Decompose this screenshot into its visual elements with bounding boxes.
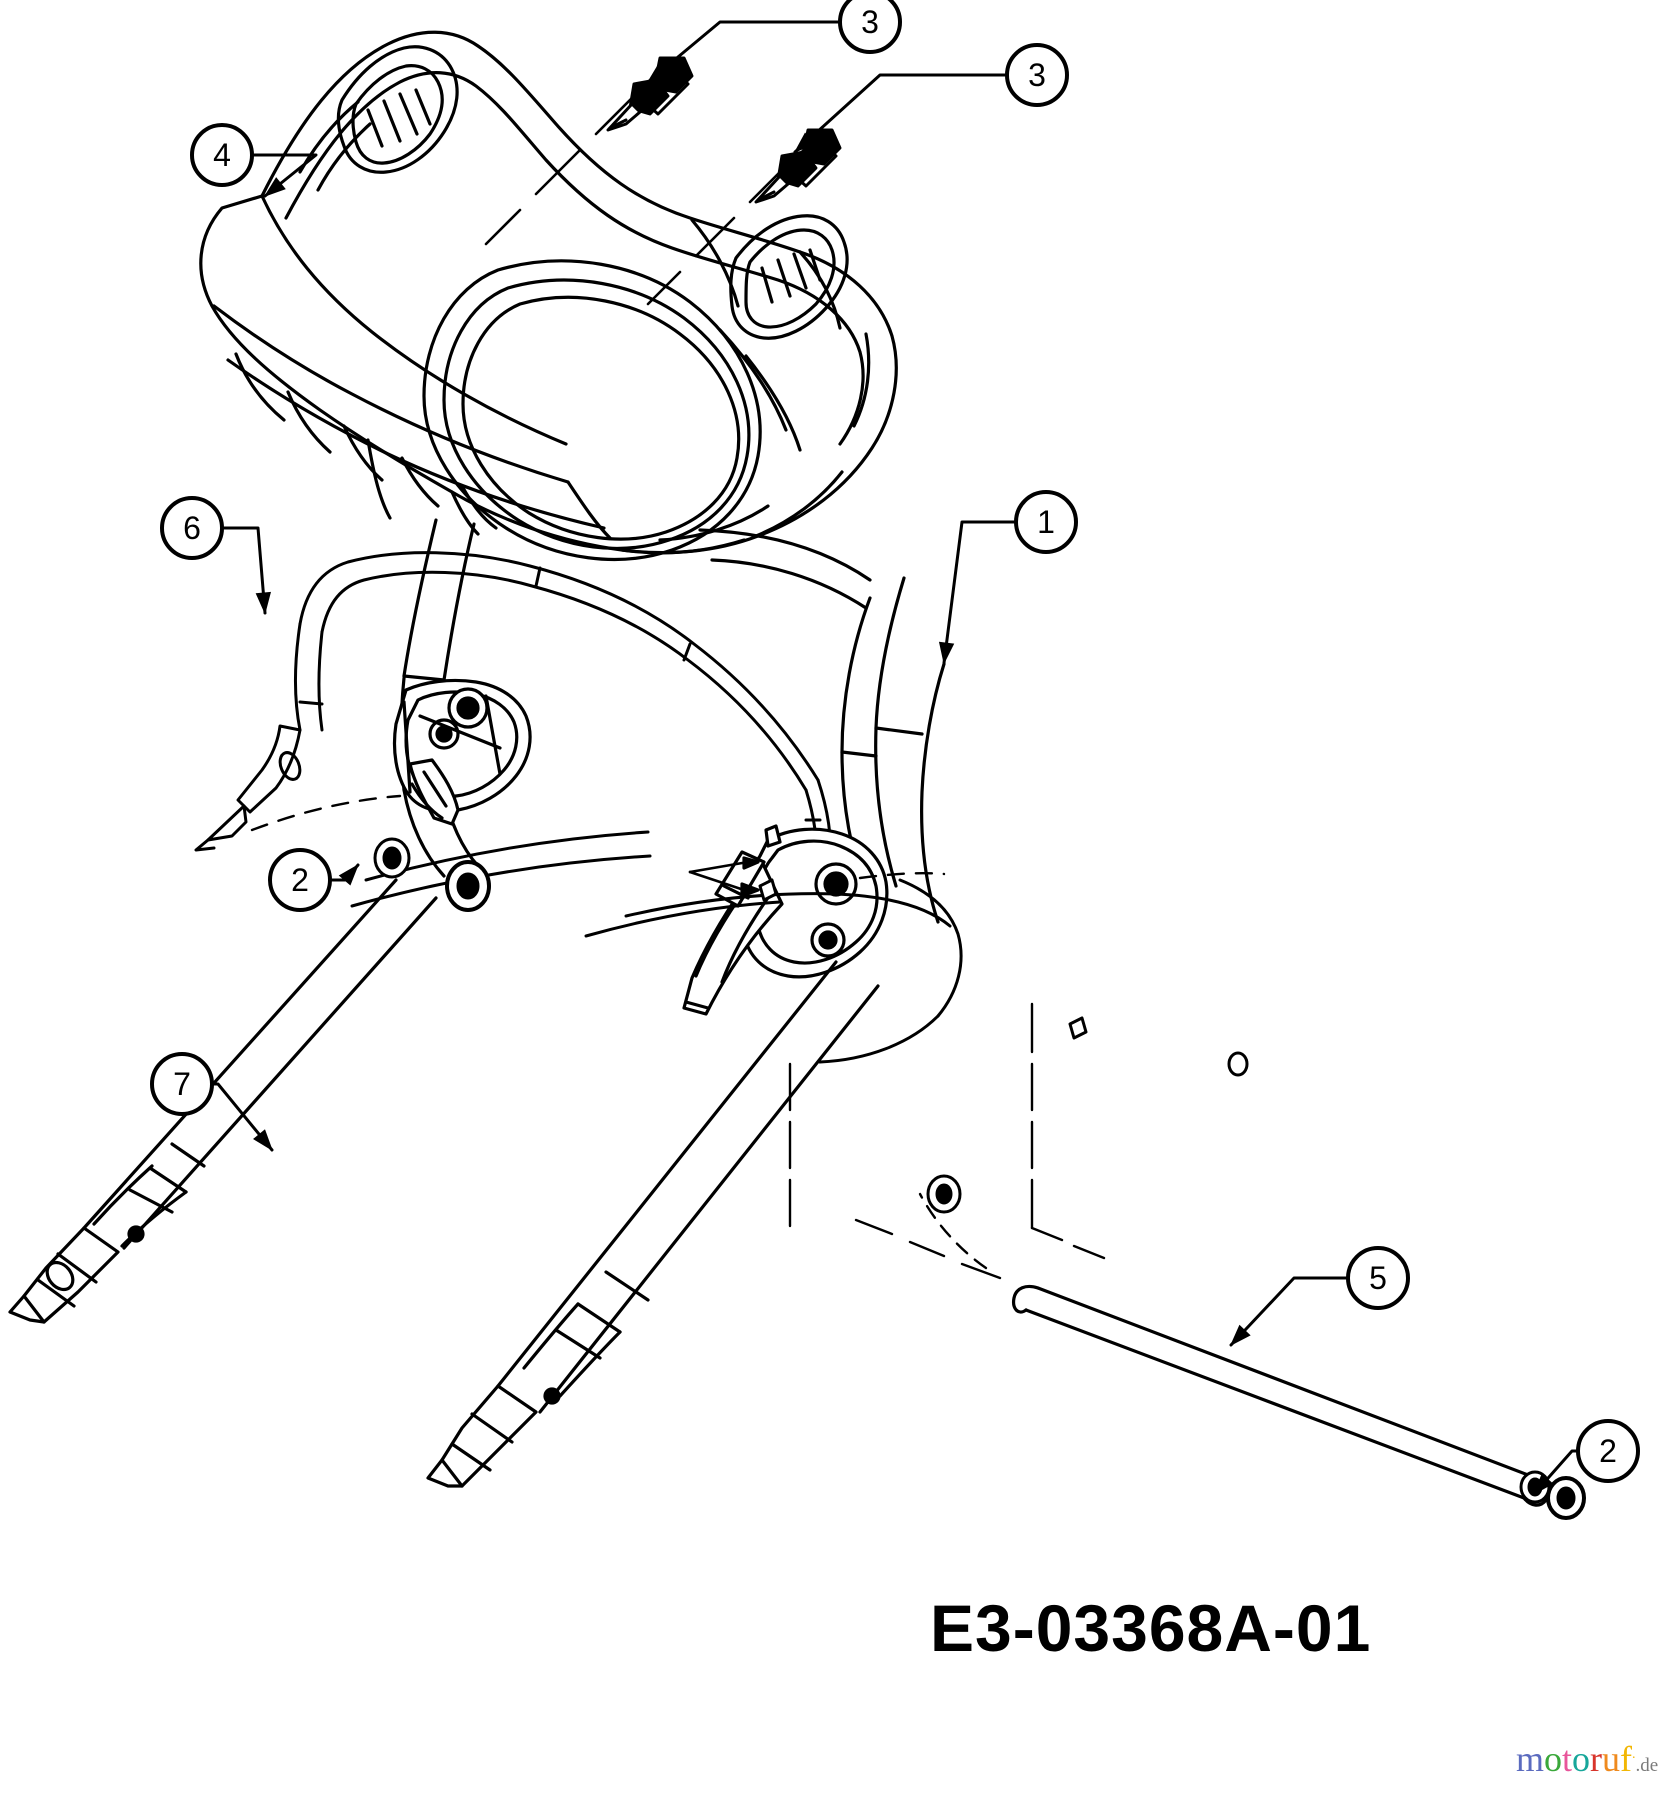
callout-bubble[interactable]: [1576, 1419, 1640, 1483]
left-hinge-bracket: [392, 678, 532, 826]
callout-1-c1[interactable]: 1: [938, 490, 1078, 665]
callout-bubble[interactable]: [190, 123, 254, 187]
callout-arrowhead: [253, 1129, 273, 1152]
callout-arrowhead: [1229, 1324, 1251, 1347]
watermark-letter-2: t: [1562, 1739, 1573, 1779]
callout-bubble[interactable]: [838, 0, 902, 54]
watermark-letter-0: m: [1516, 1739, 1545, 1779]
callout-layer: 3 3 4 1 6 2 7 5 2: [150, 0, 1640, 1496]
callout-arrowhead: [1532, 1473, 1554, 1496]
watermark-letter-6: f: [1620, 1739, 1633, 1779]
callout-6-c6[interactable]: 6: [160, 496, 271, 615]
callout-arrowhead: [938, 641, 955, 665]
watermark-dot: .: [1632, 1747, 1636, 1762]
callout-number: 2: [1599, 1433, 1617, 1469]
callout-number: 3: [1028, 57, 1046, 93]
callout-bubble[interactable]: [160, 496, 224, 560]
callout-leader-line: [220, 526, 267, 615]
callout-bubble[interactable]: [1346, 1246, 1410, 1310]
callout-number: 2: [291, 862, 309, 898]
callout-leader-line: [1229, 1276, 1350, 1347]
part-number-label: E3-03368A-01: [930, 1591, 1372, 1665]
callout-2-c2a[interactable]: 2: [268, 848, 360, 912]
callout-bubble[interactable]: [1005, 43, 1069, 107]
part-2-lock-nut-upper: [373, 837, 491, 912]
callout-number: 5: [1369, 1260, 1387, 1296]
callout-number: 3: [861, 4, 879, 40]
callout-bubble[interactable]: [1014, 490, 1078, 554]
callout-leader-line: [942, 520, 1018, 665]
part-7-lower-handle-tube: [8, 878, 438, 1324]
callout-leader-line: [646, 20, 842, 84]
watermark-letter-3: o: [1572, 1739, 1591, 1779]
watermark-letter-1: o: [1544, 1739, 1563, 1779]
callout-number: 7: [173, 1066, 191, 1102]
part-4-upper-handle-panel: [199, 30, 898, 562]
watermark-letter-5: u: [1602, 1739, 1621, 1779]
lower-handle-tube-right: [426, 960, 880, 1488]
construction-lines: [788, 1002, 1106, 1260]
callout-bubble[interactable]: [268, 848, 332, 912]
callout-3-c3b[interactable]: 3: [793, 43, 1069, 154]
misc-eyelets: [758, 878, 1249, 1214]
callout-leader-line: [793, 73, 1009, 154]
callout-arrowhead: [263, 177, 286, 197]
callout-leader-line: [250, 153, 318, 198]
part-1-upper-handle-tube: [399, 518, 946, 924]
callout-bubble[interactable]: [150, 1052, 214, 1116]
callout-5-c5[interactable]: 5: [1229, 1246, 1410, 1347]
callout-arrowhead: [338, 863, 359, 886]
right-hinge-bracket: [682, 824, 946, 1016]
part-5-adjustment-rod: [854, 1192, 1551, 1507]
callout-arrowhead: [793, 132, 816, 154]
callout-2-c2b[interactable]: 2: [1532, 1419, 1640, 1496]
callout-arrowhead: [255, 591, 271, 615]
callout-arrowhead: [646, 62, 669, 83]
callout-7-c7[interactable]: 7: [150, 1052, 274, 1152]
callout-number: 6: [183, 510, 201, 546]
motoruf-watermark: motoruf..de: [1516, 1741, 1658, 1777]
watermark-suffix: .de: [1635, 1755, 1659, 1776]
callout-number: 4: [213, 137, 231, 173]
callout-number: 1: [1037, 504, 1055, 540]
callout-3-c3a[interactable]: 3: [646, 0, 902, 84]
callout-4-c4[interactable]: 4: [190, 123, 318, 198]
watermark-letter-4: r: [1590, 1739, 1603, 1779]
